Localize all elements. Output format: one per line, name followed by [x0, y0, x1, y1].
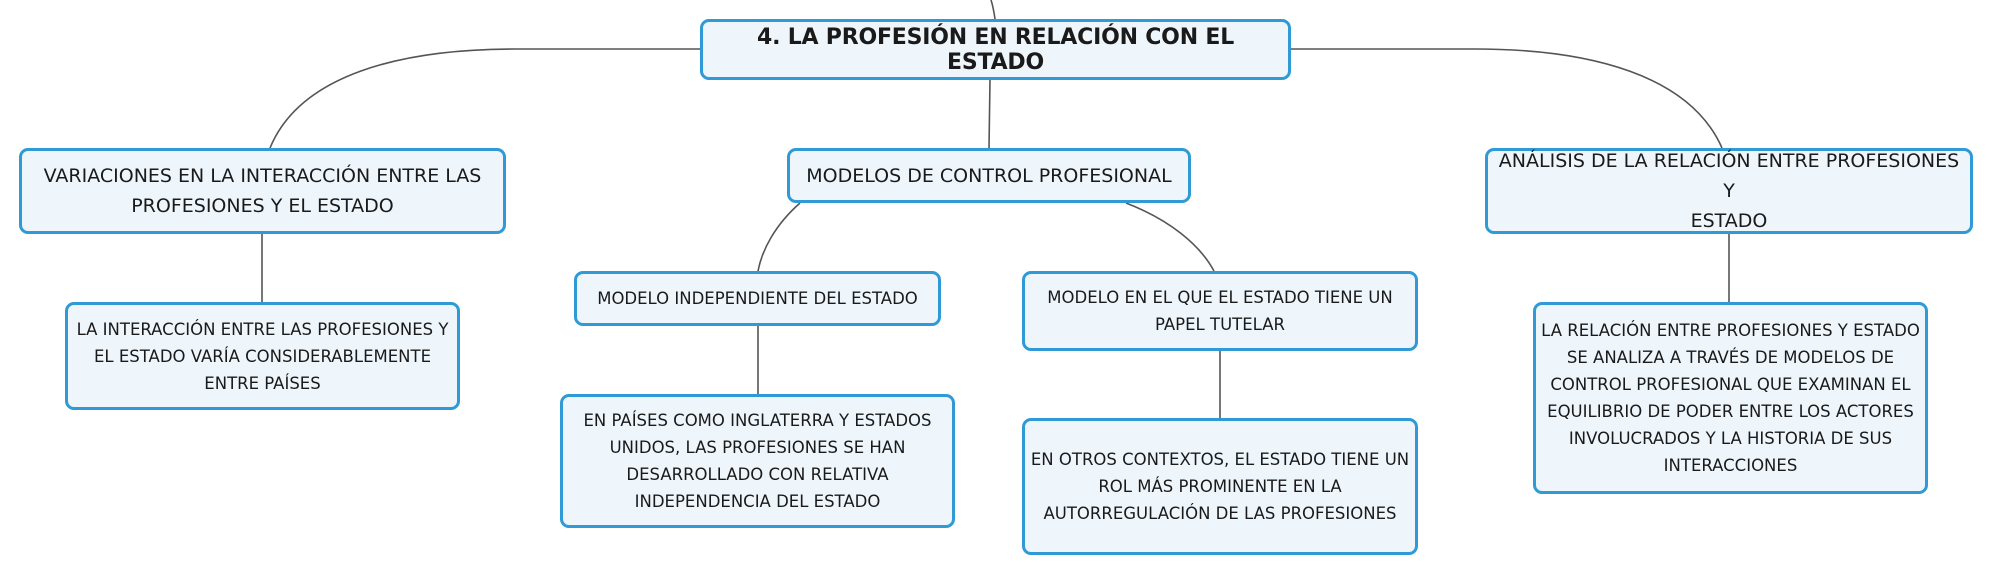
topic-line: MODELO EN EL QUE EL ESTADO TIENE UN [1047, 288, 1393, 307]
topic-variaciones[interactable]: VARIACIONES EN LA INTERACCIÓN ENTRE LAS … [19, 148, 506, 234]
topic-line: EN PAÍSES COMO INGLATERRA Y ESTADOS [583, 411, 932, 430]
topic-line: EL ESTADO VARÍA CONSIDERABLEMENTE [93, 346, 432, 366]
topic-line: LA INTERACCIÓN ENTRE LAS PROFESIONES Y [76, 319, 449, 339]
connector-root-variaciones [269, 48, 700, 149]
connector-modelos-independiente [757, 202, 801, 272]
topic-line: AUTORREGULACIÓN DE LAS PROFESIONES [1043, 504, 1397, 523]
subtopic-modelo-independiente-text: MODELO INDEPENDIENTE DEL ESTADO [597, 285, 918, 312]
topic-variaciones-text: VARIACIONES EN LA INTERACCIÓN ENTRE LAS … [44, 161, 482, 221]
topic-line: INDEPENDENCIA DEL ESTADO [634, 492, 881, 511]
connector-root-analisis [1291, 48, 1723, 149]
topic-line: ESTADO [1690, 210, 1768, 232]
connector-root-modelos [988, 79, 991, 149]
topic-line: PAPEL TUTELAR [1155, 315, 1285, 334]
topic-modelos-control-text: MODELOS DE CONTROL PROFESIONAL [806, 161, 1171, 191]
topic-analisis[interactable]: ANÁLISIS DE LA RELACIÓN ENTRE PROFESIONE… [1485, 148, 1973, 234]
subtopic-modelo-tutelar[interactable]: MODELO EN EL QUE EL ESTADO TIENE UN PAPE… [1022, 271, 1418, 351]
subtopic-variaciones-detail[interactable]: LA INTERACCIÓN ENTRE LAS PROFESIONES Y E… [65, 302, 460, 410]
topic-line: EN OTROS CONTEXTOS, EL ESTADO TIENE UN [1030, 450, 1410, 469]
subtopic-independiente-detail-text: EN PAÍSES COMO INGLATERRA Y ESTADOS UNID… [584, 407, 932, 515]
subtopic-independiente-detail[interactable]: EN PAÍSES COMO INGLATERRA Y ESTADOS UNID… [560, 394, 955, 528]
topic-line: LA RELACIÓN ENTRE PROFESIONES Y ESTADO [1541, 321, 1920, 340]
root-topic[interactable]: 4. LA PROFESIÓN EN RELACIÓN CON EL ESTAD… [700, 19, 1291, 80]
topic-analisis-text: ANÁLISIS DE LA RELACIÓN ENTRE PROFESIONE… [1496, 146, 1962, 236]
topic-line: SE ANALIZA A TRAVÉS DE MODELOS DE [1566, 348, 1895, 367]
topic-line: INVOLUCRADOS Y LA HISTORIA DE SUS [1568, 429, 1893, 448]
topic-line: ENTRE PAÍSES [204, 373, 321, 393]
topic-line: INTERACCIONES [1663, 456, 1798, 475]
topic-line: ROL MÁS PROMINENTE EN LA [1098, 477, 1342, 496]
subtopic-modelo-tutelar-text: MODELO EN EL QUE EL ESTADO TIENE UN PAPE… [1047, 284, 1392, 338]
root-topic-label: 4. LA PROFESIÓN EN RELACIÓN CON EL ESTAD… [756, 24, 1235, 75]
topic-line: MODELO INDEPENDIENTE DEL ESTADO [597, 289, 918, 308]
subtopic-tutelar-detail[interactable]: EN OTROS CONTEXTOS, EL ESTADO TIENE UN R… [1022, 418, 1418, 555]
topic-modelos-control[interactable]: MODELOS DE CONTROL PROFESIONAL [787, 148, 1191, 203]
topic-line: PROFESIONES Y EL ESTADO [131, 195, 394, 217]
topic-line: CONTROL PROFESIONAL QUE EXAMINAN EL [1550, 375, 1911, 394]
subtopic-tutelar-detail-text: EN OTROS CONTEXTOS, EL ESTADO TIENE UN R… [1031, 446, 1409, 527]
connector-parent-stub [990, 0, 996, 20]
topic-line: DESARROLLADO CON RELATIVA [626, 465, 889, 484]
subtopic-variaciones-detail-text: LA INTERACCIÓN ENTRE LAS PROFESIONES Y E… [77, 316, 449, 397]
topic-line: ANÁLISIS DE LA RELACIÓN ENTRE PROFESIONE… [1498, 150, 1960, 202]
subtopic-analisis-detail-text: LA RELACIÓN ENTRE PROFESIONES Y ESTADO S… [1541, 317, 1920, 479]
subtopic-analisis-detail[interactable]: LA RELACIÓN ENTRE PROFESIONES Y ESTADO S… [1533, 302, 1928, 494]
topic-line: VARIACIONES EN LA INTERACCIÓN ENTRE LAS [43, 165, 482, 187]
subtopic-modelo-independiente[interactable]: MODELO INDEPENDIENTE DEL ESTADO [574, 271, 941, 326]
topic-line: EQUILIBRIO DE PODER ENTRE LOS ACTORES [1547, 402, 1914, 421]
topic-line: UNIDOS, LAS PROFESIONES SE HAN [609, 438, 906, 457]
connector-modelos-tutelar [1125, 202, 1215, 272]
topic-line: MODELOS DE CONTROL PROFESIONAL [806, 164, 1172, 187]
